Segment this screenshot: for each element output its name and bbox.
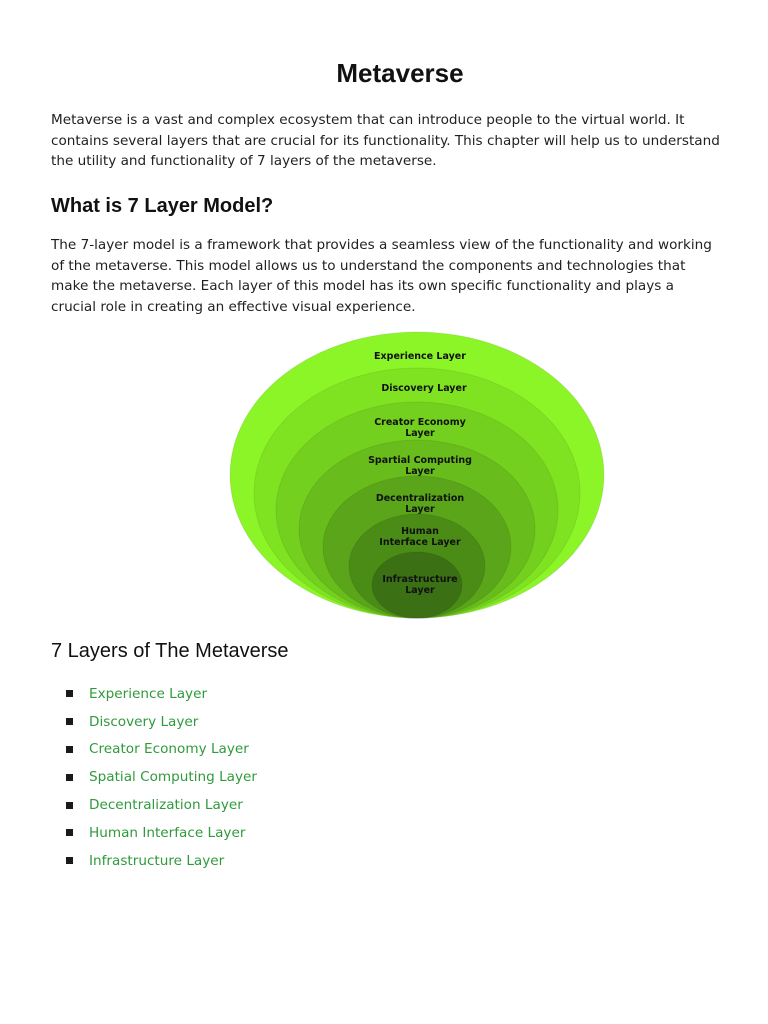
layer-ring-label: Creator Economy xyxy=(374,417,466,428)
layer-link[interactable]: Infrastructure Layer xyxy=(89,852,225,869)
list-item: Decentralization Layer xyxy=(66,791,257,819)
layer-ring-label: Interface Layer xyxy=(379,537,461,548)
layer-link[interactable]: Discovery Layer xyxy=(89,713,199,730)
section-heading-7-layers: 7 Layers of The Metaverse xyxy=(51,640,289,662)
layer-link[interactable]: Experience Layer xyxy=(89,685,208,702)
list-item: Creator Economy Layer xyxy=(66,736,257,764)
square-bullet-icon xyxy=(66,690,73,698)
layer-link[interactable]: Human Interface Layer xyxy=(89,824,246,841)
list-item: Infrastructure Layer xyxy=(66,847,257,875)
layer-ring xyxy=(371,551,463,619)
model-description-paragraph: The 7-layer model is a framework that pr… xyxy=(51,237,712,316)
layer-link[interactable]: Spatial Computing Layer xyxy=(89,769,257,786)
square-bullet-icon xyxy=(66,773,73,781)
list-item: Human Interface Layer xyxy=(66,819,257,847)
layer-ring-label: Layer xyxy=(405,585,435,596)
square-bullet-icon xyxy=(66,745,73,753)
layer-ring-label: Decentralization xyxy=(376,493,465,504)
layer-link[interactable]: Creator Economy Layer xyxy=(89,741,249,758)
layer-link[interactable]: Decentralization Layer xyxy=(89,797,243,814)
layer-ring-label: Discovery Layer xyxy=(381,383,467,394)
section-heading-7-layer-model: What is 7 Layer Model? xyxy=(51,195,274,217)
list-item: Experience Layer xyxy=(66,680,257,708)
layer-ring-label: Layer xyxy=(405,504,435,515)
layer-ring-label: Human xyxy=(401,526,439,537)
square-bullet-icon xyxy=(66,857,73,865)
square-bullet-icon xyxy=(66,801,73,809)
list-item: Spatial Computing Layer xyxy=(66,763,257,791)
square-bullet-icon xyxy=(66,829,73,837)
page-title: Metaverse xyxy=(336,58,464,88)
layer-ring-label: Infrastructure xyxy=(382,574,457,585)
layer-ring-label: Layer xyxy=(405,428,435,439)
list-item: Discovery Layer xyxy=(66,708,257,736)
intro-paragraph: Metaverse is a vast and complex ecosyste… xyxy=(51,112,720,170)
layer-ring-label: Spartial Computing xyxy=(368,455,472,466)
square-bullet-icon xyxy=(66,718,73,726)
layer-ring-label: Experience Layer xyxy=(374,351,466,362)
layer-ring-label: Layer xyxy=(405,466,435,477)
